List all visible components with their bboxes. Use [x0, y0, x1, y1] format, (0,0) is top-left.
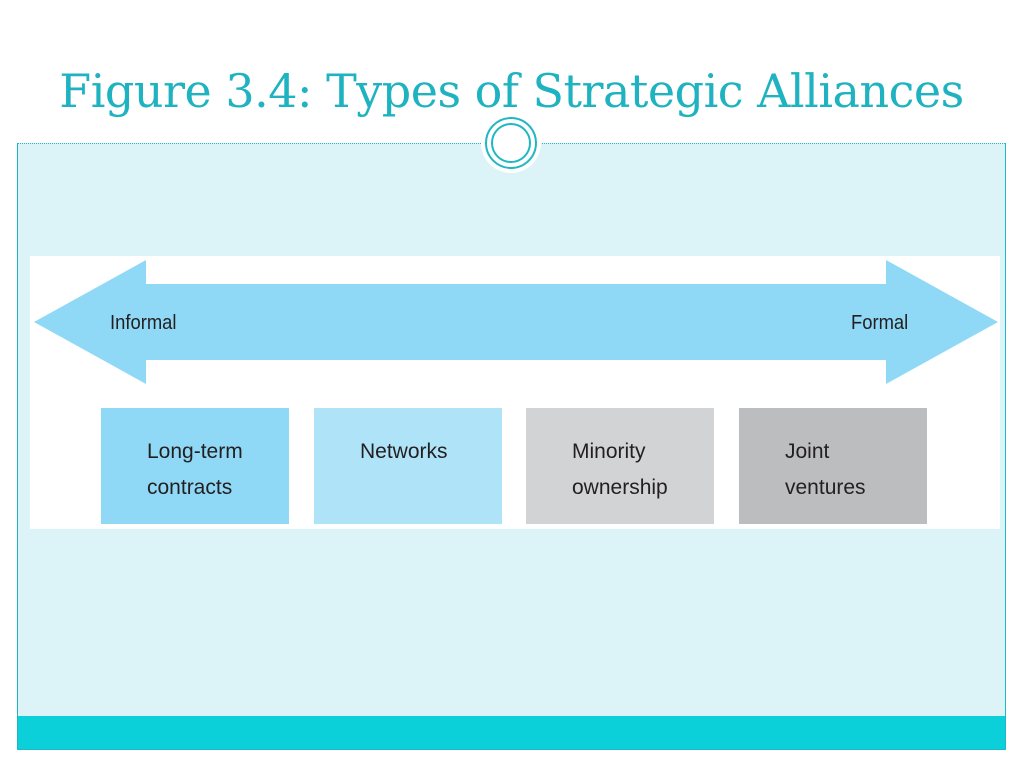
informal-formal-double-arrow — [34, 260, 998, 384]
alliance-type-minority-ownership: Minority ownership — [526, 408, 714, 524]
alliance-type-label: Joint ventures — [785, 440, 866, 499]
double-arrow-shape — [34, 260, 998, 384]
alliance-type-label: Minority ownership — [572, 440, 668, 499]
slide-title: Figure 3.4: Types of Strategic Alliances — [59, 64, 964, 118]
alliance-figure: Informal Formal Long-term contracts Netw… — [30, 256, 1000, 529]
arrow-label-formal: Formal — [850, 312, 908, 334]
alliance-type-joint-ventures: Joint ventures — [739, 408, 927, 524]
alliance-type-label: Long-term contracts — [147, 440, 243, 499]
footer-bar — [18, 716, 1005, 749]
alliance-type-long-term-contracts: Long-term contracts — [101, 408, 289, 524]
divider-circle-inner — [491, 123, 531, 163]
alliance-type-networks: Networks — [314, 408, 502, 524]
alliance-type-label: Networks — [360, 440, 448, 463]
arrow-label-informal: Informal — [110, 312, 177, 334]
